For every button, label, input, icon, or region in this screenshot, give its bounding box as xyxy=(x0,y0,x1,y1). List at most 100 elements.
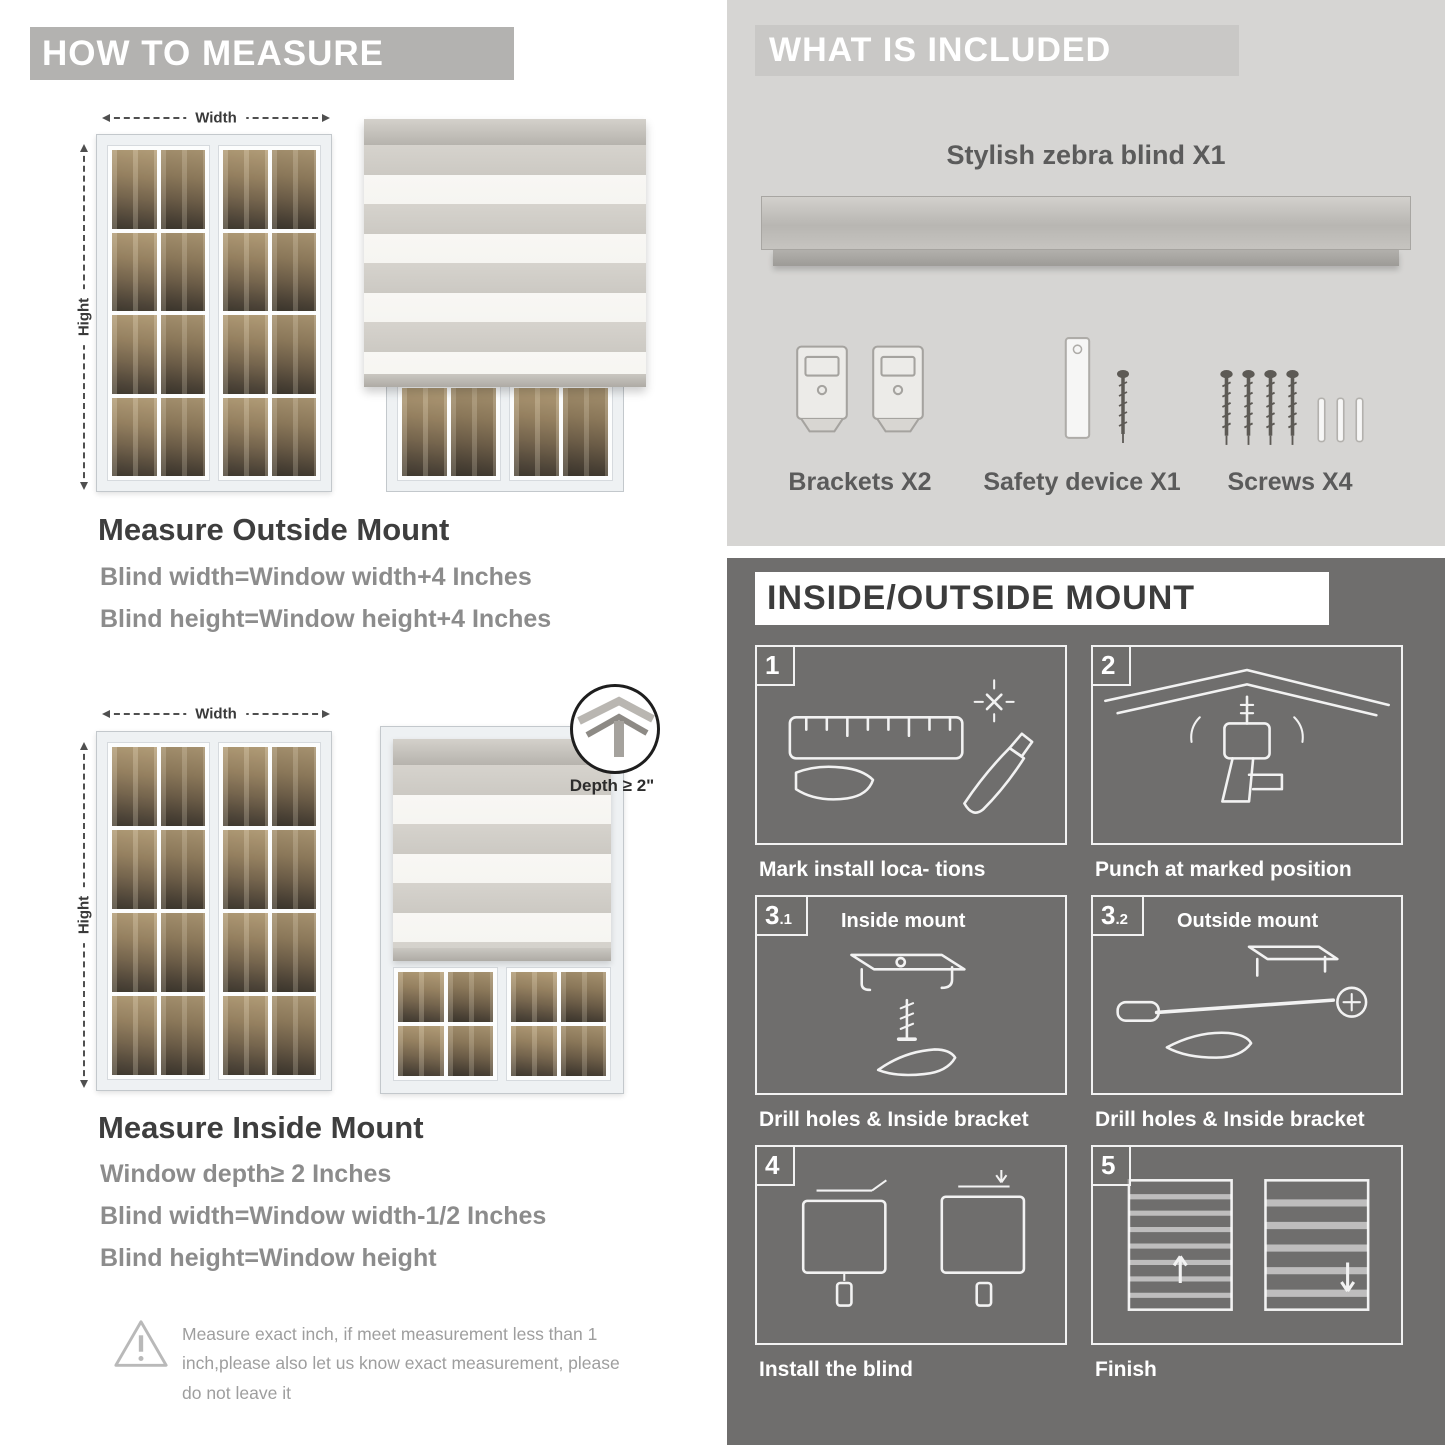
window-pane xyxy=(563,388,608,476)
step-number: 5 xyxy=(1093,1147,1132,1186)
zebra-blind xyxy=(364,119,646,387)
zebra-blind xyxy=(393,739,611,961)
window-pane xyxy=(560,1026,606,1076)
outside-width-formula: Blind width=Window width+4 Inches xyxy=(100,563,532,591)
step-caption: Drill holes & Inside bracket xyxy=(1095,1108,1365,1131)
window-pane xyxy=(160,315,205,394)
window-pane xyxy=(160,232,205,311)
headrail-cassette xyxy=(761,196,1411,250)
window-pane xyxy=(112,315,157,394)
install-blind-illustration xyxy=(801,1170,1026,1307)
outside-bracket-illustration xyxy=(1116,945,1368,1059)
window-pane xyxy=(402,388,447,476)
window-corner-detail-icon xyxy=(577,696,655,757)
window-pane xyxy=(447,1026,493,1076)
window-pane xyxy=(112,150,157,229)
window-pane xyxy=(223,397,268,476)
blind-item-label: Stylish zebra blind X1 xyxy=(946,140,1226,170)
step-panel-3-1: 3.1 Inside mount xyxy=(755,895,1067,1095)
inside-mount-blind-illustration xyxy=(380,726,624,1094)
step-number: 3.1 xyxy=(757,897,808,936)
screw-icon xyxy=(1286,370,1299,445)
window-pane xyxy=(112,747,157,826)
outside-mount-label: Outside mount xyxy=(1177,910,1319,932)
window-sash xyxy=(107,145,210,481)
window-sash xyxy=(218,145,321,481)
safety-device-icon xyxy=(1064,337,1091,439)
window-pane xyxy=(511,972,557,1022)
height-arrow-outside: Hight xyxy=(75,144,93,490)
step-cell: 3.2 Outside mount Drill holes & Inside b… xyxy=(1091,895,1403,1132)
window-pane xyxy=(223,150,268,229)
screws-illustration xyxy=(1219,368,1300,448)
window-pane xyxy=(223,913,268,992)
step-caption: Punch at marked position xyxy=(1095,858,1352,881)
window-pane xyxy=(560,972,606,1022)
step-number: 1 xyxy=(757,647,796,686)
window-pane xyxy=(223,315,268,394)
window-pane xyxy=(112,830,157,909)
depth-requirement-label: Depth ≥ 2" xyxy=(569,776,655,795)
window-pane xyxy=(160,397,205,476)
window-pane xyxy=(160,747,205,826)
window-pane xyxy=(223,232,268,311)
window-pane xyxy=(511,1026,557,1076)
inside-height-formula: Blind height=Window height xyxy=(100,1244,437,1272)
width-arrow-inside: Width xyxy=(102,705,330,723)
window-photo-inside xyxy=(96,731,332,1091)
window-pane xyxy=(271,913,316,992)
window-pane xyxy=(271,232,316,311)
what-is-included-section: WHAT IS INCLUDED Stylish zebra blind X1 xyxy=(727,0,1445,546)
outside-height-formula: Blind height=Window height+4 Inches xyxy=(100,605,552,633)
window-pane xyxy=(447,972,493,1022)
anchor-icon xyxy=(1355,397,1364,443)
what-is-included-title: WHAT IS INCLUDED xyxy=(769,31,1112,69)
step-cell: 5 Finish xyxy=(1091,1145,1403,1382)
window-pane xyxy=(223,830,268,909)
measurement-warning-text: Measure exact inch, if meet measurement … xyxy=(182,1324,620,1403)
zebra-blind-headrail-illustration xyxy=(761,196,1411,266)
window-pane xyxy=(271,830,316,909)
drill-ceiling-illustration xyxy=(1104,668,1390,803)
blind-fabric xyxy=(393,765,611,948)
safety-device-label: Safety device X1 xyxy=(983,468,1181,496)
how-to-measure-banner: HOW TO MEASURE xyxy=(30,27,514,80)
safety-device-illustration xyxy=(1057,334,1131,446)
blind-bottom-rail xyxy=(393,948,611,961)
screw-icon xyxy=(1117,370,1129,443)
screws-label: Screws X4 xyxy=(1227,468,1353,496)
outside-mount-blind-illustration xyxy=(364,119,646,492)
window-pane xyxy=(398,972,444,1022)
screw-icon xyxy=(1220,370,1233,445)
step-cell: 2 Punch at marked position xyxy=(1091,645,1403,882)
window-pane xyxy=(271,150,316,229)
step-cell: 4 Install the blind xyxy=(755,1145,1067,1382)
window-lower-panes xyxy=(393,967,611,1081)
window-pane xyxy=(160,830,205,909)
height-arrow-inside: Hight xyxy=(75,742,93,1088)
step-panel-5: 5 xyxy=(1091,1145,1403,1345)
step-caption: Drill holes & Inside bracket xyxy=(759,1108,1029,1131)
outside-mount-title: Measure Outside Mount xyxy=(98,512,450,547)
window-pane xyxy=(160,996,205,1075)
step-number: 4 xyxy=(757,1147,796,1186)
width-arrow-outside: Width xyxy=(102,109,330,127)
mount-steps-grid: 1 Mark install loca- tions xyxy=(755,645,1403,1382)
mount-instructions-section: INSIDE/OUTSIDE MOUNT xyxy=(727,558,1445,1445)
window-pane xyxy=(451,388,496,476)
window-sash xyxy=(107,742,210,1080)
step-panel-3-2: 3.2 Outside mount xyxy=(1091,895,1403,1095)
inside-width-formula: Blind width=Window width-1/2 Inches xyxy=(100,1202,547,1230)
inside-mount-title: Measure Inside Mount xyxy=(98,1110,424,1145)
window-photo-outside xyxy=(96,134,332,492)
screw-icon xyxy=(1264,370,1277,445)
window-pane xyxy=(112,232,157,311)
mount-banner: INSIDE/OUTSIDE MOUNT xyxy=(755,572,1329,625)
what-is-included-banner: WHAT IS INCLUDED xyxy=(755,25,1239,76)
finish-blinds-illustration xyxy=(1127,1179,1370,1311)
brackets-illustration xyxy=(791,342,929,436)
window-pane xyxy=(271,315,316,394)
inside-bracket-illustration xyxy=(850,953,966,1077)
height-label: Hight xyxy=(75,288,93,346)
window-pane xyxy=(223,747,268,826)
